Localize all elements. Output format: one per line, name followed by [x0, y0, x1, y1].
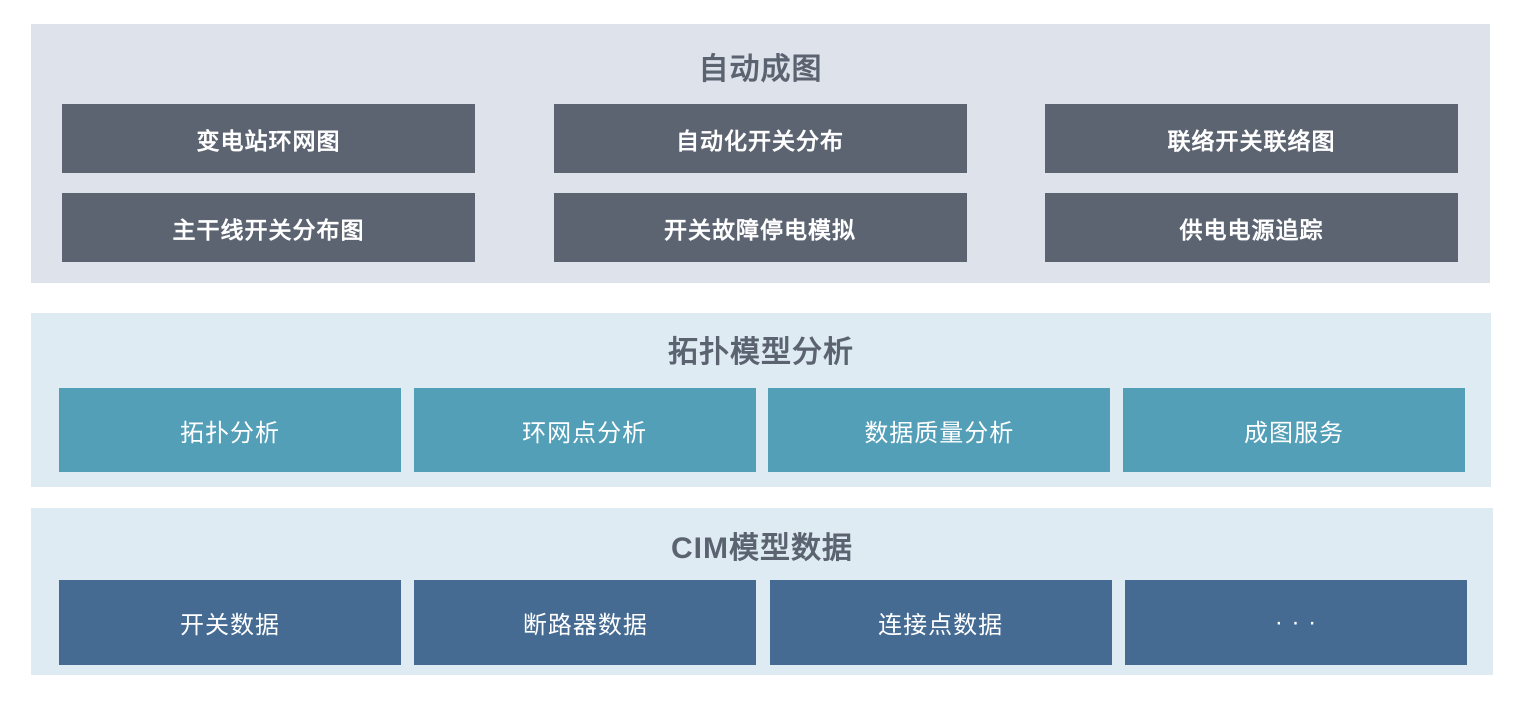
section-title-cim-data: CIM模型数据	[671, 532, 853, 565]
auto-diagram-row-2: 主干线开关分布图 开关故障停电模拟 供电电源追踪	[62, 193, 1458, 262]
module-box-breaker-data: 断路器数据	[414, 580, 757, 665]
section-topology-model-analysis-layer: 拓扑模型分析 拓扑分析 环网点分析 数据质量分析 成图服务	[31, 313, 1491, 487]
module-box-ellipsis-more: · · ·	[1124, 580, 1467, 665]
topology-analysis-row: 拓扑分析 环网点分析 数据质量分析 成图服务	[59, 388, 1465, 472]
section-title-topology-analysis: 拓扑模型分析	[668, 336, 854, 369]
module-box-switch-fault-outage-simulation: 开关故障停电模拟	[553, 193, 967, 262]
module-box-trunk-switch-distribution-diagram: 主干线开关分布图	[62, 193, 475, 262]
module-box-substation-ring-diagram: 变电站环网图	[62, 104, 475, 173]
module-box-topology-analysis: 拓扑分析	[59, 388, 401, 472]
module-box-diagram-service: 成图服务	[1122, 388, 1465, 472]
module-box-ring-point-analysis: 环网点分析	[413, 388, 756, 472]
module-box-power-source-tracing: 供电电源追踪	[1045, 193, 1458, 262]
cim-data-row: 开关数据 断路器数据 连接点数据 · · ·	[59, 580, 1467, 665]
module-box-switch-data: 开关数据	[59, 580, 401, 665]
module-box-automation-switch-distribution: 自动化开关分布	[553, 104, 967, 173]
module-box-tie-switch-diagram: 联络开关联络图	[1045, 104, 1458, 173]
module-box-data-quality-analysis: 数据质量分析	[768, 388, 1111, 472]
auto-diagram-row-1: 变电站环网图 自动化开关分布 联络开关联络图	[62, 104, 1458, 173]
module-box-connection-point-data: 连接点数据	[769, 580, 1112, 665]
section-cim-model-data-layer: CIM模型数据 开关数据 断路器数据 连接点数据 · · ·	[31, 508, 1493, 675]
section-auto-diagram-layer: 自动成图 变电站环网图 自动化开关分布 联络开关联络图 主干线开关分布图 开关故…	[31, 24, 1490, 283]
section-title-auto-diagram: 自动成图	[698, 53, 823, 86]
